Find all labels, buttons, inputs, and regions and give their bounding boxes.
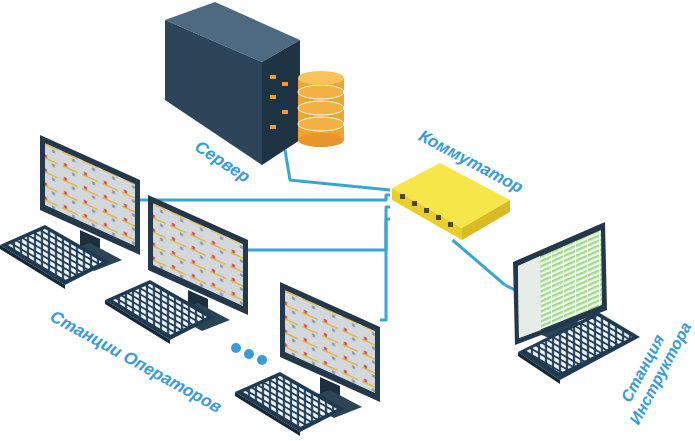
operator-wires xyxy=(248,249,382,252)
network-cable xyxy=(382,195,390,200)
station-label: Сервер xyxy=(191,137,253,186)
ellipsis-dots xyxy=(231,343,241,353)
switch-illustration xyxy=(424,208,429,213)
switch-illustration xyxy=(448,222,453,227)
ellipsis-dots xyxy=(231,343,267,365)
switch-illustration xyxy=(392,188,462,240)
operator-group: Станции Операторов xyxy=(0,130,382,435)
instructor-keyboard xyxy=(518,312,640,384)
network-cable xyxy=(289,180,390,190)
operator-keyboards xyxy=(0,225,345,436)
operator-wires xyxy=(380,319,382,322)
instructor-node: Станция Инструктора xyxy=(505,215,693,437)
instructor-keyboard xyxy=(518,312,640,380)
server-illustration xyxy=(270,95,276,99)
server-illustration xyxy=(165,20,262,165)
database-icon xyxy=(298,71,344,147)
station-label: Коммутатор xyxy=(415,127,525,198)
database-icon xyxy=(298,133,344,147)
station-label: Станция Инструктора xyxy=(610,317,690,426)
database-icon xyxy=(298,71,344,85)
server-illustration xyxy=(270,125,276,129)
instructor-keyboard xyxy=(526,316,632,373)
operator-keyboards xyxy=(105,280,215,344)
server-illustration xyxy=(262,40,300,165)
operator-wires xyxy=(505,285,515,290)
server-node: Сервер xyxy=(160,0,350,180)
switch-illustration xyxy=(462,200,510,240)
switch-illustration xyxy=(400,194,405,199)
station-label: Станции Операторов xyxy=(46,307,224,417)
operator-keyboards xyxy=(235,372,345,436)
ellipsis-dots xyxy=(257,355,267,365)
switch-illustration xyxy=(436,215,441,220)
server-illustration xyxy=(282,82,288,86)
network-cable xyxy=(382,219,390,320)
operator-keyboards xyxy=(0,225,110,289)
ellipsis-dots xyxy=(244,349,254,359)
database-icon xyxy=(298,78,344,140)
database-icon xyxy=(298,117,344,131)
server-illustration xyxy=(270,75,276,79)
network-cable xyxy=(453,240,506,285)
database-icon xyxy=(298,85,344,99)
server-illustration xyxy=(282,110,288,114)
operator-wires xyxy=(285,150,290,180)
server-illustration xyxy=(165,2,300,165)
switch-illustration xyxy=(412,201,417,206)
operator-monitors xyxy=(40,135,380,418)
switch-node: Коммутатор xyxy=(390,140,515,240)
instructor-monitor xyxy=(518,256,541,338)
operator-wires xyxy=(140,199,382,202)
database-icon xyxy=(298,101,344,115)
